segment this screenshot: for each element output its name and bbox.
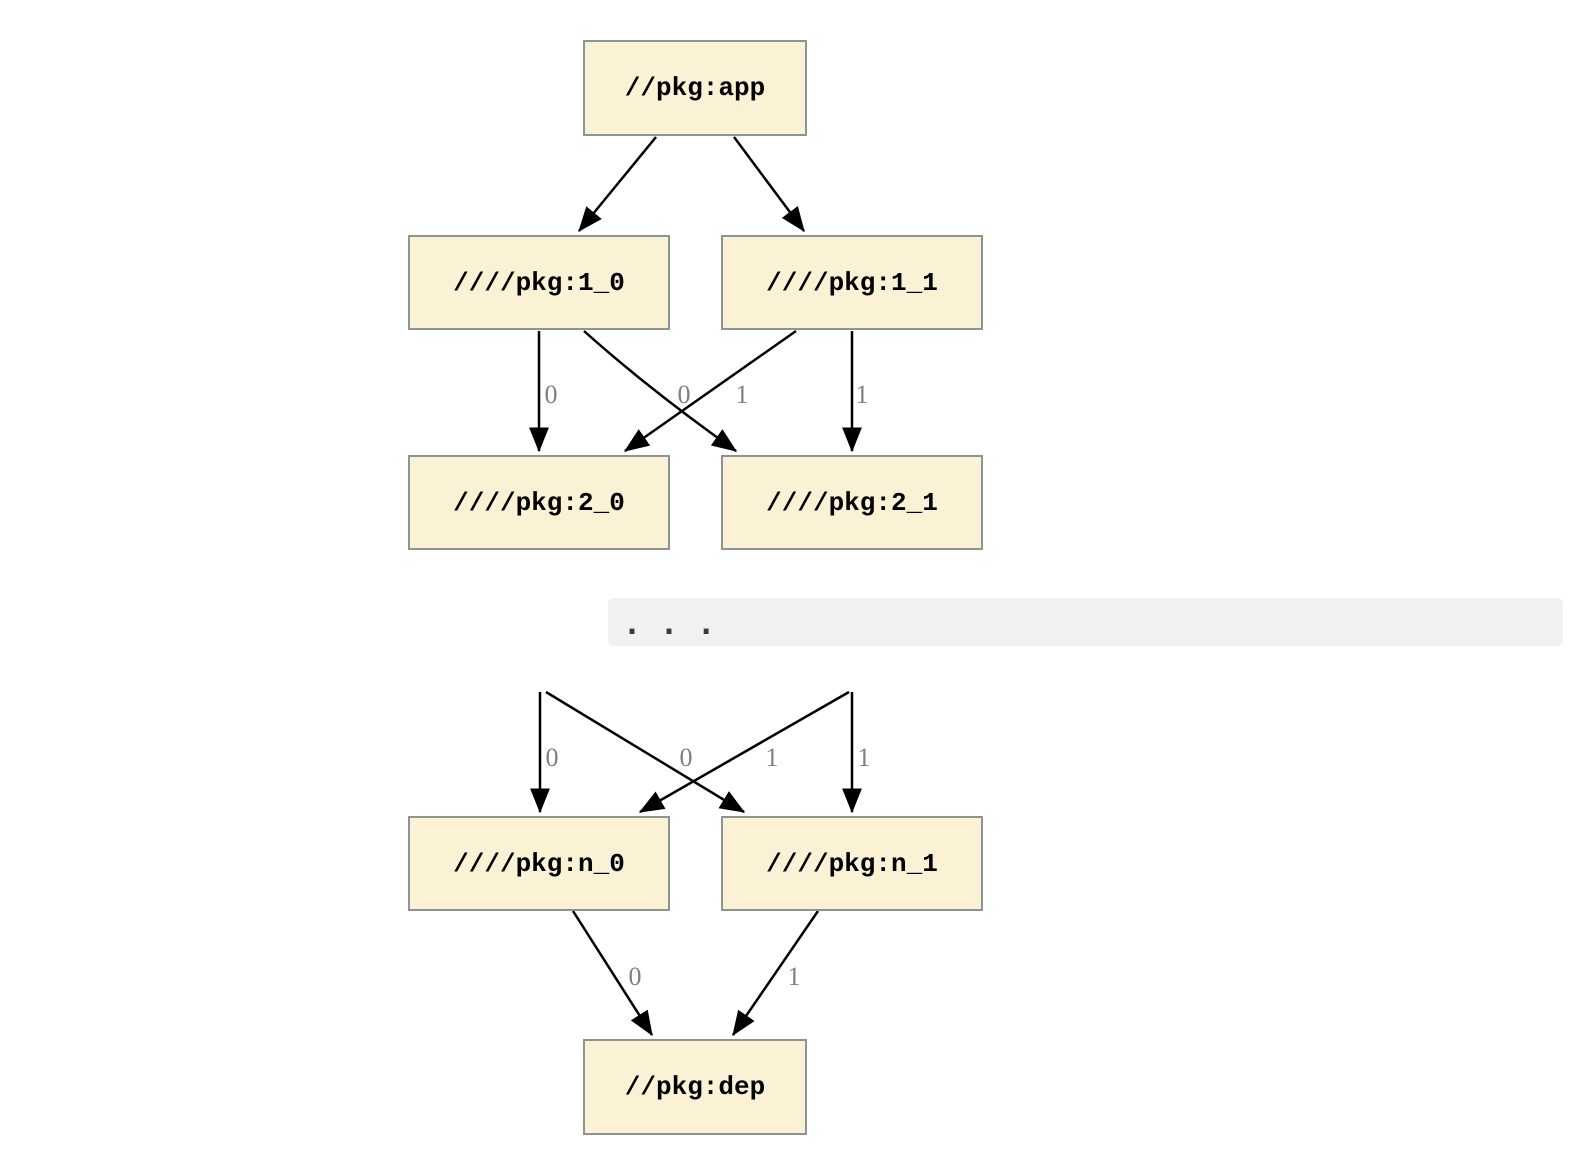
node-pkg-app: //pkg:app — [583, 40, 807, 136]
edge-label: 0 — [629, 962, 642, 991]
edge-app-to-1_1 — [732, 136, 806, 233]
edge-label: 1 — [766, 743, 779, 772]
node-pkg-2_0: ////pkg:2_0 — [408, 455, 670, 550]
edge-ellipsis-to-n_0-cross — [638, 690, 850, 814]
node-pkg-dep: //pkg:dep — [583, 1039, 807, 1135]
node-pkg-n_1: ////pkg:n_1 — [721, 816, 983, 911]
node-label: ////pkg:n_0 — [453, 848, 625, 879]
edge-1_1-to-2_0 — [623, 329, 797, 453]
edge-label: 1 — [858, 743, 871, 772]
node-pkg-2_1: ////pkg:2_1 — [721, 455, 983, 550]
ellipsis-band: ... — [608, 598, 1563, 646]
node-label: ////pkg:1_1 — [766, 267, 938, 298]
edge-label: 0 — [678, 380, 691, 409]
ellipsis-dots: ... — [623, 607, 735, 642]
node-label: ////pkg:2_0 — [453, 487, 625, 518]
node-label: //pkg:dep — [624, 1072, 766, 1102]
node-pkg-n_0: ////pkg:n_0 — [408, 816, 670, 911]
edge-n_0-to-dep — [571, 910, 654, 1037]
edge-label: 1 — [856, 380, 869, 409]
node-label: ////pkg:2_1 — [766, 487, 938, 518]
node-pkg-1_0: ////pkg:1_0 — [408, 235, 670, 330]
edge-label: 0 — [680, 743, 693, 772]
node-pkg-1_1: ////pkg:1_1 — [721, 235, 983, 330]
edge-ellipsis-to-n_1-cross — [545, 690, 746, 814]
node-label: ////pkg:n_1 — [766, 848, 938, 879]
edge-label: 1 — [736, 380, 749, 409]
edge-1_0-to-2_1 — [583, 330, 738, 453]
edge-app-to-1_0 — [578, 136, 657, 232]
node-label: ////pkg:1_0 — [453, 267, 625, 298]
edge-label: 1 — [788, 962, 801, 991]
edge-label: 0 — [546, 743, 559, 772]
edge-n_1-to-dep — [731, 910, 820, 1037]
edge-label: 0 — [545, 380, 558, 409]
node-label: //pkg:app — [624, 73, 766, 103]
